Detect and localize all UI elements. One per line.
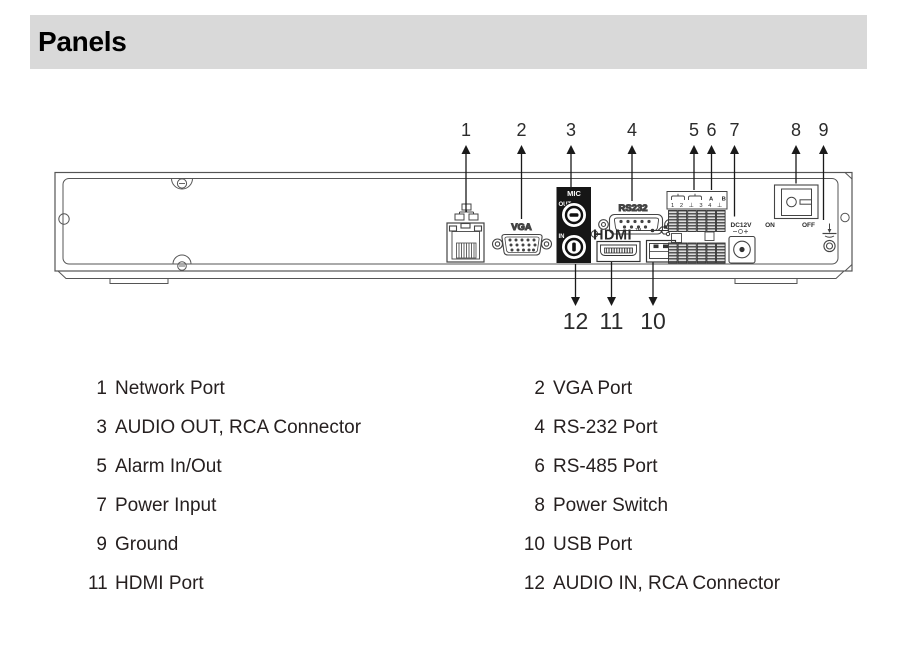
section-header: Panels <box>30 15 867 69</box>
callout-8: 8 <box>791 120 801 140</box>
alarm-switch-icon-1 <box>671 193 685 200</box>
ground-screw <box>822 223 837 253</box>
legend: 1 Network Port 2 VGA Port 3 AUDIO OUT, R… <box>88 378 868 612</box>
chassis-foot-right <box>734 278 798 284</box>
hdmi-logo-text: HDMI <box>593 228 632 244</box>
legend-label: HDMI Port <box>115 573 204 594</box>
panel-screw-mid <box>590 230 599 238</box>
legend-label: Network Port <box>115 378 225 399</box>
legend-label: AUDIO IN, RCA Connector <box>553 573 781 594</box>
legend-label: USB Port <box>553 534 633 555</box>
legend-num: 10 <box>523 534 545 555</box>
legend-num: 4 <box>534 417 545 438</box>
legend-label: AUDIO OUT, RCA Connector <box>115 417 362 438</box>
rs232-pins <box>619 219 651 229</box>
rs232-screw-left <box>598 219 609 230</box>
legend-row: 7 Power Input 8 Power Switch <box>88 495 868 517</box>
callout-12: 12 <box>563 308 589 334</box>
callout-2: 2 <box>516 120 526 140</box>
legend-num: 6 <box>534 456 545 477</box>
callout-9: 9 <box>818 120 828 140</box>
terminal-mid-square-left <box>671 233 682 243</box>
terminal-row-top <box>668 210 726 232</box>
legend-row: 9 Ground 10 USB Port <box>88 534 868 556</box>
terminal-row-bottom <box>668 242 726 264</box>
leader-lines <box>461 145 828 306</box>
callout-numbers: 1 2 3 4 5 6 7 8 9 12 11 10 <box>461 120 829 334</box>
ground-icon <box>822 223 837 238</box>
screw-hole-top <box>171 178 193 190</box>
rs485-ab-label: A B <box>709 197 729 203</box>
legend-num: 2 <box>534 378 545 399</box>
hdmi-tm-mark: ™ <box>635 228 642 235</box>
callout-11: 11 <box>600 308 624 334</box>
legend-num: 5 <box>96 456 107 477</box>
rs232-label: RS232 <box>618 203 647 214</box>
switch-off-label: OFF <box>802 222 815 229</box>
callout-6: 6 <box>706 120 716 140</box>
callout-3: 3 <box>566 120 576 140</box>
callout-7: 7 <box>729 120 739 140</box>
callout-1: 1 <box>461 120 471 140</box>
legend-label: Alarm In/Out <box>115 456 222 477</box>
legend-num: 11 <box>88 573 108 594</box>
callout-10: 10 <box>640 308 666 334</box>
mic-label: MIC <box>567 189 581 198</box>
legend-num: 7 <box>96 495 107 516</box>
dc12v-label: DC12V <box>731 222 753 229</box>
rca-out-connector <box>561 202 587 228</box>
alarm-terminal-numbers: 1 2 ⊥ 3 4 ⊥ <box>671 202 724 209</box>
hdmi-port: HDMI ™ <box>593 228 642 263</box>
legend-row: 11 HDMI Port 12 AUDIO IN, RCA Connector <box>88 573 868 595</box>
network-port <box>446 203 485 263</box>
chassis-foot-left <box>109 278 169 284</box>
rear-panel-diagram: VGA MIC OUT IN <box>54 120 853 334</box>
legend-label: Ground <box>115 534 179 555</box>
legend-row: 3 AUDIO OUT, RCA Connector 4 RS-232 Port <box>88 417 868 439</box>
page-title: Panels <box>38 26 127 57</box>
hdmi-logo: HDMI ™ <box>593 228 642 244</box>
audio-block: MIC OUT IN <box>556 187 599 263</box>
terminal-mid-square-right <box>704 231 715 241</box>
alarm-switch-icon-2 <box>688 193 702 200</box>
power-switch: ON OFF <box>765 184 819 229</box>
callout-5: 5 <box>689 120 699 140</box>
legend-num: 1 <box>96 378 107 399</box>
legend-label: VGA Port <box>553 378 633 399</box>
legend-row: 5 Alarm In/Out 6 RS-485 Port <box>88 456 868 478</box>
legend-label: RS-485 Port <box>553 456 658 477</box>
screw-hole-right <box>840 212 850 223</box>
polarity-icon <box>733 229 748 234</box>
screw-hole-bottom <box>172 254 192 271</box>
switch-on-label: ON <box>765 222 775 229</box>
legend-row: 1 Network Port 2 VGA Port <box>88 378 868 400</box>
audio-out-label: OUT <box>559 202 572 208</box>
legend-label: RS-232 Port <box>553 417 658 438</box>
legend-num: 8 <box>534 495 545 516</box>
vga-label: VGA <box>511 222 532 233</box>
audio-in-label: IN <box>559 234 565 240</box>
dc12v-jack: DC12V <box>728 222 756 264</box>
vga-port: VGA <box>491 221 553 256</box>
vga-pins <box>508 238 537 252</box>
rca-in-connector <box>561 234 587 260</box>
alarm-terminal-block: A B 1 2 ⊥ 3 4 ⊥ <box>666 191 729 264</box>
legend-num: 3 <box>96 417 107 438</box>
legend-label: Power Switch <box>553 495 669 516</box>
callout-4: 4 <box>627 120 637 140</box>
legend-label: Power Input <box>115 495 217 516</box>
screw-hole-left <box>58 213 70 225</box>
legend-num: 12 <box>523 573 545 594</box>
legend-num: 9 <box>96 534 107 555</box>
